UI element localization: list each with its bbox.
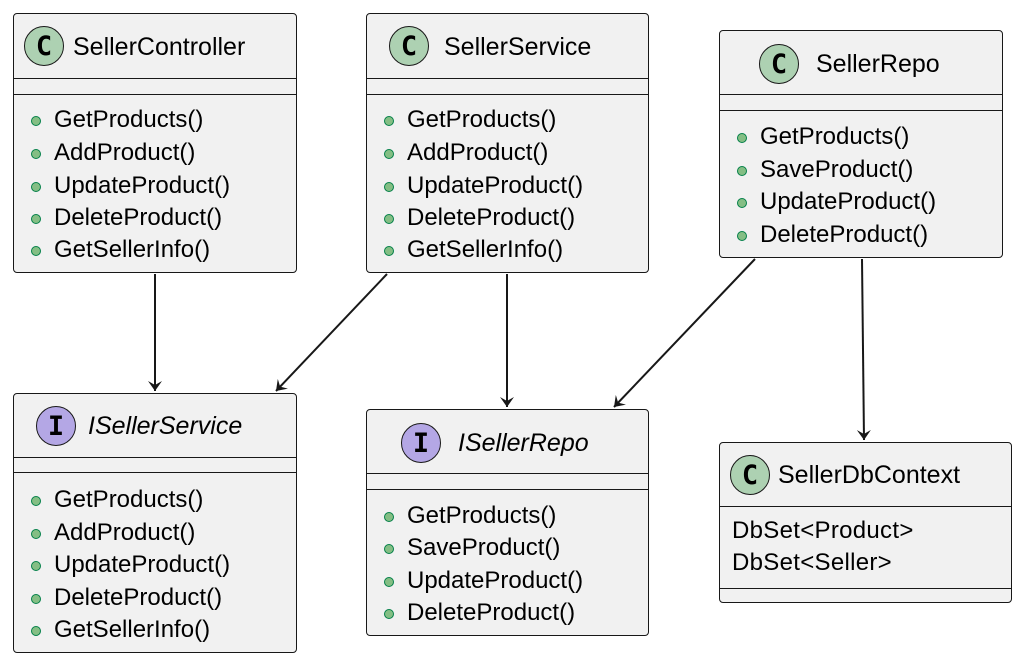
method: GetSellerInfo() — [54, 616, 211, 643]
public-method-icon — [31, 496, 41, 506]
method: UpdateProduct() — [407, 567, 584, 594]
class-name: SellerRepo — [816, 50, 940, 78]
interface-box-iseller-repo: I ISellerRepo GetProducts() SaveProduct(… — [366, 409, 649, 636]
divider — [720, 506, 1011, 507]
method: SaveProduct() — [407, 534, 561, 561]
divider — [14, 78, 296, 79]
class-name: SellerService — [444, 33, 592, 61]
divider — [720, 110, 1002, 111]
method: GetProducts() — [760, 123, 910, 150]
public-method-icon — [31, 594, 41, 604]
class-badge-icon: C — [730, 455, 770, 495]
public-method-icon — [384, 149, 394, 159]
public-method-icon — [384, 116, 394, 126]
method: GetProducts() — [407, 106, 557, 133]
divider — [367, 78, 648, 79]
public-method-icon — [31, 529, 41, 539]
method: GetProducts() — [407, 502, 557, 529]
method: GetProducts() — [54, 486, 204, 513]
divider — [367, 489, 648, 490]
method: GetProducts() — [54, 106, 204, 133]
method: GetSellerInfo() — [407, 236, 564, 263]
public-method-icon — [31, 116, 41, 126]
divider — [367, 94, 648, 95]
class-box-seller-db-context: C SellerDbContext DbSet<Product> DbSet<S… — [719, 442, 1012, 603]
public-method-icon — [384, 182, 394, 192]
method: DeleteProduct() — [407, 599, 576, 626]
arrow-sellerrepo-to-sellerdbcontext — [856, 258, 871, 441]
field: DbSet<Seller> — [732, 549, 892, 576]
class-box-seller-repo: C SellerRepo GetProducts() SaveProduct()… — [719, 30, 1003, 258]
class-name: SellerController — [73, 33, 246, 61]
class-badge-icon: C — [389, 26, 429, 66]
divider — [367, 473, 648, 474]
public-method-icon — [384, 609, 394, 619]
method: DeleteProduct() — [760, 221, 929, 248]
interface-badge-icon: I — [36, 406, 76, 446]
divider — [720, 94, 1002, 95]
method: SaveProduct() — [760, 156, 914, 183]
arrow-sellerrepo-to-isellerrepo — [613, 258, 756, 408]
public-method-icon — [31, 246, 41, 256]
interface-name: ISellerService — [88, 412, 243, 440]
public-method-icon — [384, 512, 394, 522]
public-method-icon — [737, 133, 747, 143]
method: UpdateProduct() — [54, 172, 231, 199]
public-method-icon — [384, 214, 394, 224]
method: AddProduct() — [54, 519, 196, 546]
method: UpdateProduct() — [760, 188, 937, 215]
public-method-icon — [31, 626, 41, 636]
divider — [720, 588, 1011, 589]
class-box-seller-controller: C SellerController GetProducts() AddProd… — [13, 13, 297, 273]
divider — [14, 457, 296, 458]
public-method-icon — [31, 149, 41, 159]
divider — [14, 94, 296, 95]
class-name: SellerDbContext — [778, 461, 961, 489]
public-method-icon — [384, 577, 394, 587]
public-method-icon — [31, 214, 41, 224]
public-method-icon — [31, 561, 41, 571]
class-badge-icon: C — [24, 26, 64, 66]
public-method-icon — [737, 166, 747, 176]
arrow-sellerservice-to-isellerservice — [275, 273, 388, 392]
public-method-icon — [737, 231, 747, 241]
interface-name: ISellerRepo — [458, 429, 589, 457]
method: DeleteProduct() — [54, 584, 223, 611]
class-badge-icon: C — [759, 44, 799, 84]
divider — [14, 472, 296, 473]
method: DeleteProduct() — [407, 204, 576, 231]
method: UpdateProduct() — [54, 551, 231, 578]
method: AddProduct() — [407, 139, 549, 166]
method: UpdateProduct() — [407, 172, 584, 199]
public-method-icon — [384, 246, 394, 256]
public-method-icon — [31, 182, 41, 192]
interface-box-iseller-service: I ISellerService GetProducts() AddProduc… — [13, 393, 297, 653]
field: DbSet<Product> — [732, 517, 914, 544]
method: GetSellerInfo() — [54, 236, 211, 263]
public-method-icon — [384, 544, 394, 554]
public-method-icon — [737, 198, 747, 208]
class-box-seller-service: C SellerService GetProducts() AddProduct… — [366, 13, 649, 273]
method: AddProduct() — [54, 139, 196, 166]
method: DeleteProduct() — [54, 204, 223, 231]
interface-badge-icon: I — [401, 423, 441, 463]
